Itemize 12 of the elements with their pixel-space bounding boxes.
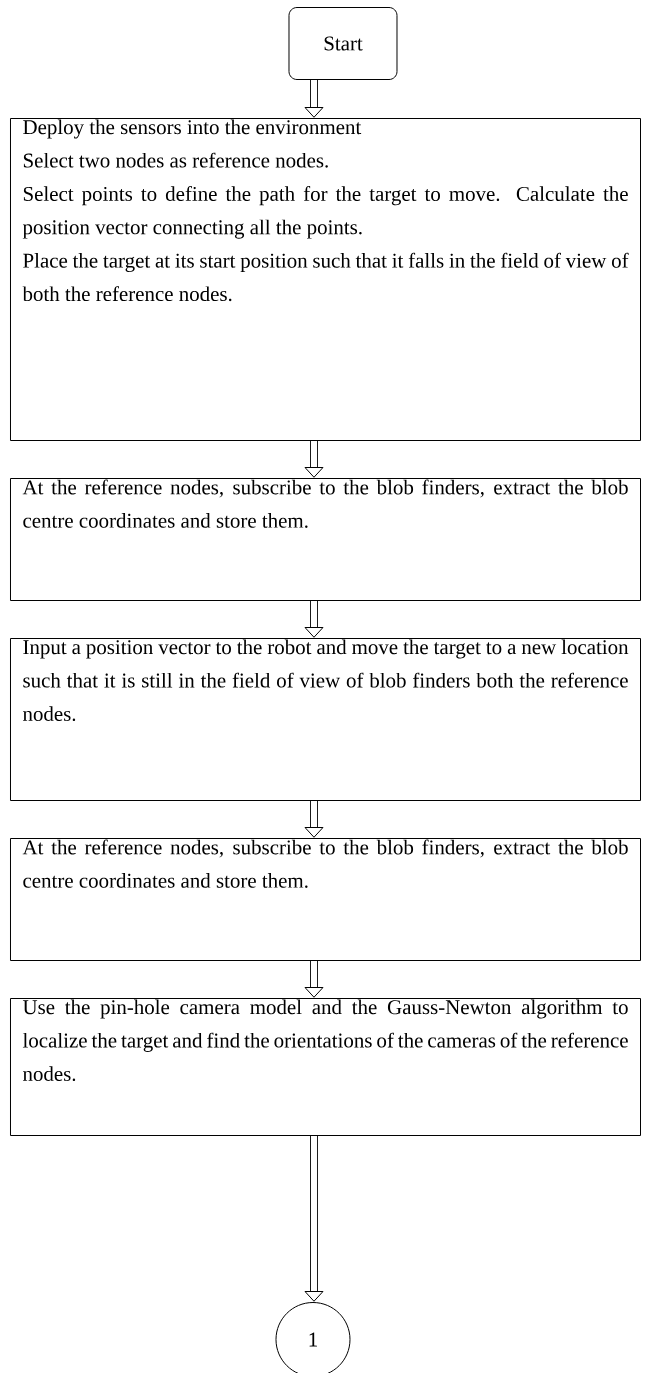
process-box: Use the pin-hole camera model and the Gauss-Newton algorithm to localize the target and find the orientations of the cameras of the reference nodes. bbox=[10, 998, 641, 1136]
start-box: Start bbox=[288, 7, 398, 80]
process-box: At the reference nodes, subscribe to the blob finders, extract the blob centre coordinates and store them. bbox=[10, 838, 641, 961]
process-box: Deploy the sensors into the environment Select two nodes as reference nodes. Select points to define the path for the target to move. Calculate the position vector connecting all the points. Place the target at its start position such that it falls in the field of view of both the reference nodes. bbox=[10, 118, 641, 441]
block-arrow bbox=[304, 441, 324, 478]
process-box: Input a position vector to the robot and move the target to a new location such that it is still in the field of view of blob finders both the reference nodes. bbox=[10, 638, 641, 801]
process-box: At the reference nodes, subscribe to the blob finders, extract the blob centre coordinates and store them. bbox=[10, 478, 641, 601]
block-arrow bbox=[304, 601, 324, 638]
block-arrow bbox=[304, 961, 324, 998]
block-arrow bbox=[304, 1136, 324, 1302]
block-arrow bbox=[304, 80, 324, 118]
block-arrow bbox=[304, 801, 324, 838]
